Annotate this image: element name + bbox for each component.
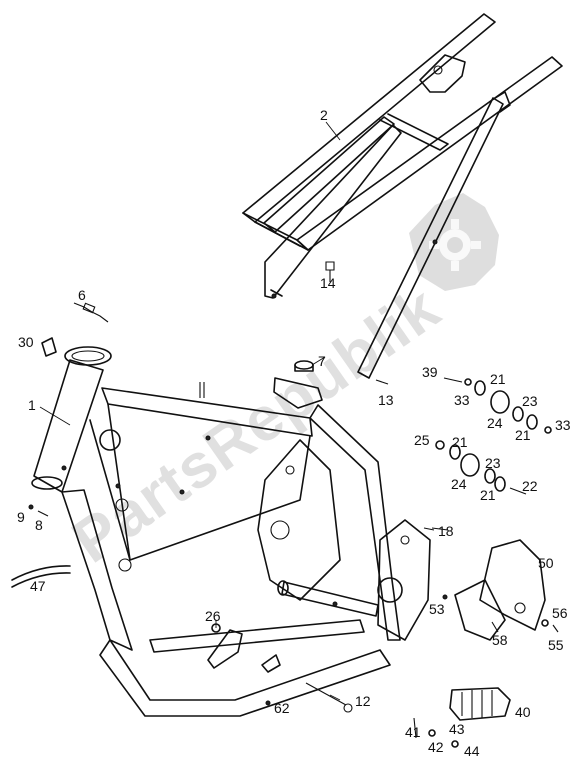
callout-6: 6 xyxy=(78,287,86,303)
callout-26: 26 xyxy=(205,608,221,624)
main-frame xyxy=(31,346,431,717)
callout-33b: 33 xyxy=(555,417,571,433)
callout-12: 12 xyxy=(355,693,371,709)
callout-33a: 33 xyxy=(454,392,470,408)
watermark-text: PartsRepublik xyxy=(60,273,452,576)
callout-43: 43 xyxy=(449,721,465,737)
callout-25: 25 xyxy=(414,432,430,448)
callout-24b: 24 xyxy=(451,476,467,492)
callout-9: 9 xyxy=(17,509,25,525)
leader-lines xyxy=(39,121,449,701)
callout-21a: 21 xyxy=(490,371,506,387)
callout-14: 14 xyxy=(320,275,336,291)
callout-55: 55 xyxy=(548,637,564,653)
callout-44: 44 xyxy=(464,743,480,759)
callout-42: 42 xyxy=(428,739,444,755)
callout-23a: 23 xyxy=(522,393,538,409)
callout-53: 53 xyxy=(429,601,445,617)
callout-58: 58 xyxy=(492,632,508,648)
callout-41: 41 xyxy=(405,724,421,740)
callout-62: 62 xyxy=(274,700,290,716)
callout-30: 30 xyxy=(18,334,34,350)
callout-23b: 23 xyxy=(485,455,501,471)
callout-47: 47 xyxy=(30,578,46,594)
callout-21b: 21 xyxy=(515,427,531,443)
callout-40: 40 xyxy=(515,704,531,720)
callout-1: 1 xyxy=(28,397,36,413)
callout-50: 50 xyxy=(538,555,554,571)
callout-8: 8 xyxy=(35,517,43,533)
callout-21c: 21 xyxy=(452,434,468,450)
callout-13: 13 xyxy=(378,392,394,408)
callout-21d: 21 xyxy=(480,487,496,503)
callout-39: 39 xyxy=(422,364,438,380)
callout-labels: 1 2 6 7 8 9 12 13 14 18 21 21 21 21 22 2… xyxy=(17,107,571,759)
callout-2: 2 xyxy=(320,107,328,123)
callout-22: 22 xyxy=(522,478,538,494)
watermark: PartsRepublik xyxy=(60,193,499,576)
small-parts xyxy=(11,261,559,748)
callout-56: 56 xyxy=(552,605,568,621)
gear-icon xyxy=(409,193,499,291)
callout-18: 18 xyxy=(438,523,454,539)
rear-subframe xyxy=(242,13,563,379)
callout-7: 7 xyxy=(318,353,326,369)
callout-24a: 24 xyxy=(487,415,503,431)
